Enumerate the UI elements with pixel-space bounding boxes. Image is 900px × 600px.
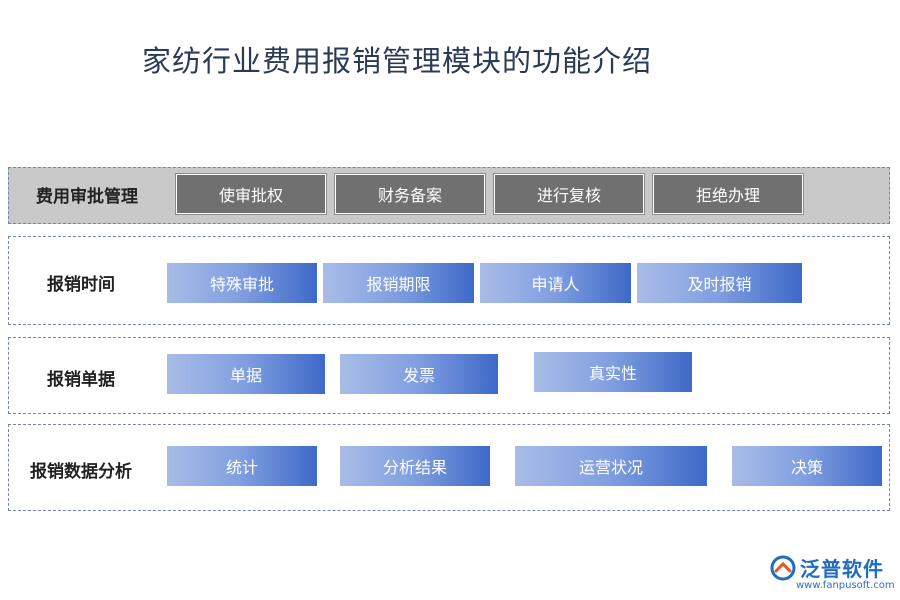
panel-analysis xyxy=(8,424,890,511)
row-label-documents: 报销单据 xyxy=(47,370,115,390)
chip-time-2: 报销期限 xyxy=(323,263,474,303)
logo-name: 泛普软件 xyxy=(800,557,884,581)
row-label-time: 报销时间 xyxy=(47,275,115,295)
chip-analysis-1: 统计 xyxy=(167,446,317,486)
chip-analysis-3: 运营状况 xyxy=(515,446,707,486)
chip-documents-1: 单据 xyxy=(167,354,325,394)
chip-approval-2: 财务备案 xyxy=(335,174,485,214)
chip-time-1: 特殊审批 xyxy=(167,263,317,303)
chip-documents-2: 发票 xyxy=(340,354,498,394)
chip-approval-3: 进行复核 xyxy=(494,174,644,214)
chip-analysis-4: 决策 xyxy=(732,446,882,486)
row-label-approval: 费用审批管理 xyxy=(36,187,138,207)
chip-time-4: 及时报销 xyxy=(637,263,802,303)
page-title: 家纺行业费用报销管理模块的功能介绍 xyxy=(142,44,653,78)
fanpu-logo-icon xyxy=(770,555,796,581)
chip-documents-3: 真实性 xyxy=(534,352,692,392)
chip-approval-4: 拒绝办理 xyxy=(653,174,803,214)
logo-url: www.fanpusoft.com xyxy=(796,580,895,591)
panel-documents xyxy=(8,337,890,414)
chip-approval-1: 使审批权 xyxy=(176,174,326,214)
chip-analysis-2: 分析结果 xyxy=(340,446,490,486)
chip-time-3: 申请人 xyxy=(480,263,631,303)
row-label-analysis: 报销数据分析 xyxy=(30,462,132,482)
panel-time xyxy=(8,236,890,325)
brand-logo: 泛普软件 xyxy=(770,553,884,582)
